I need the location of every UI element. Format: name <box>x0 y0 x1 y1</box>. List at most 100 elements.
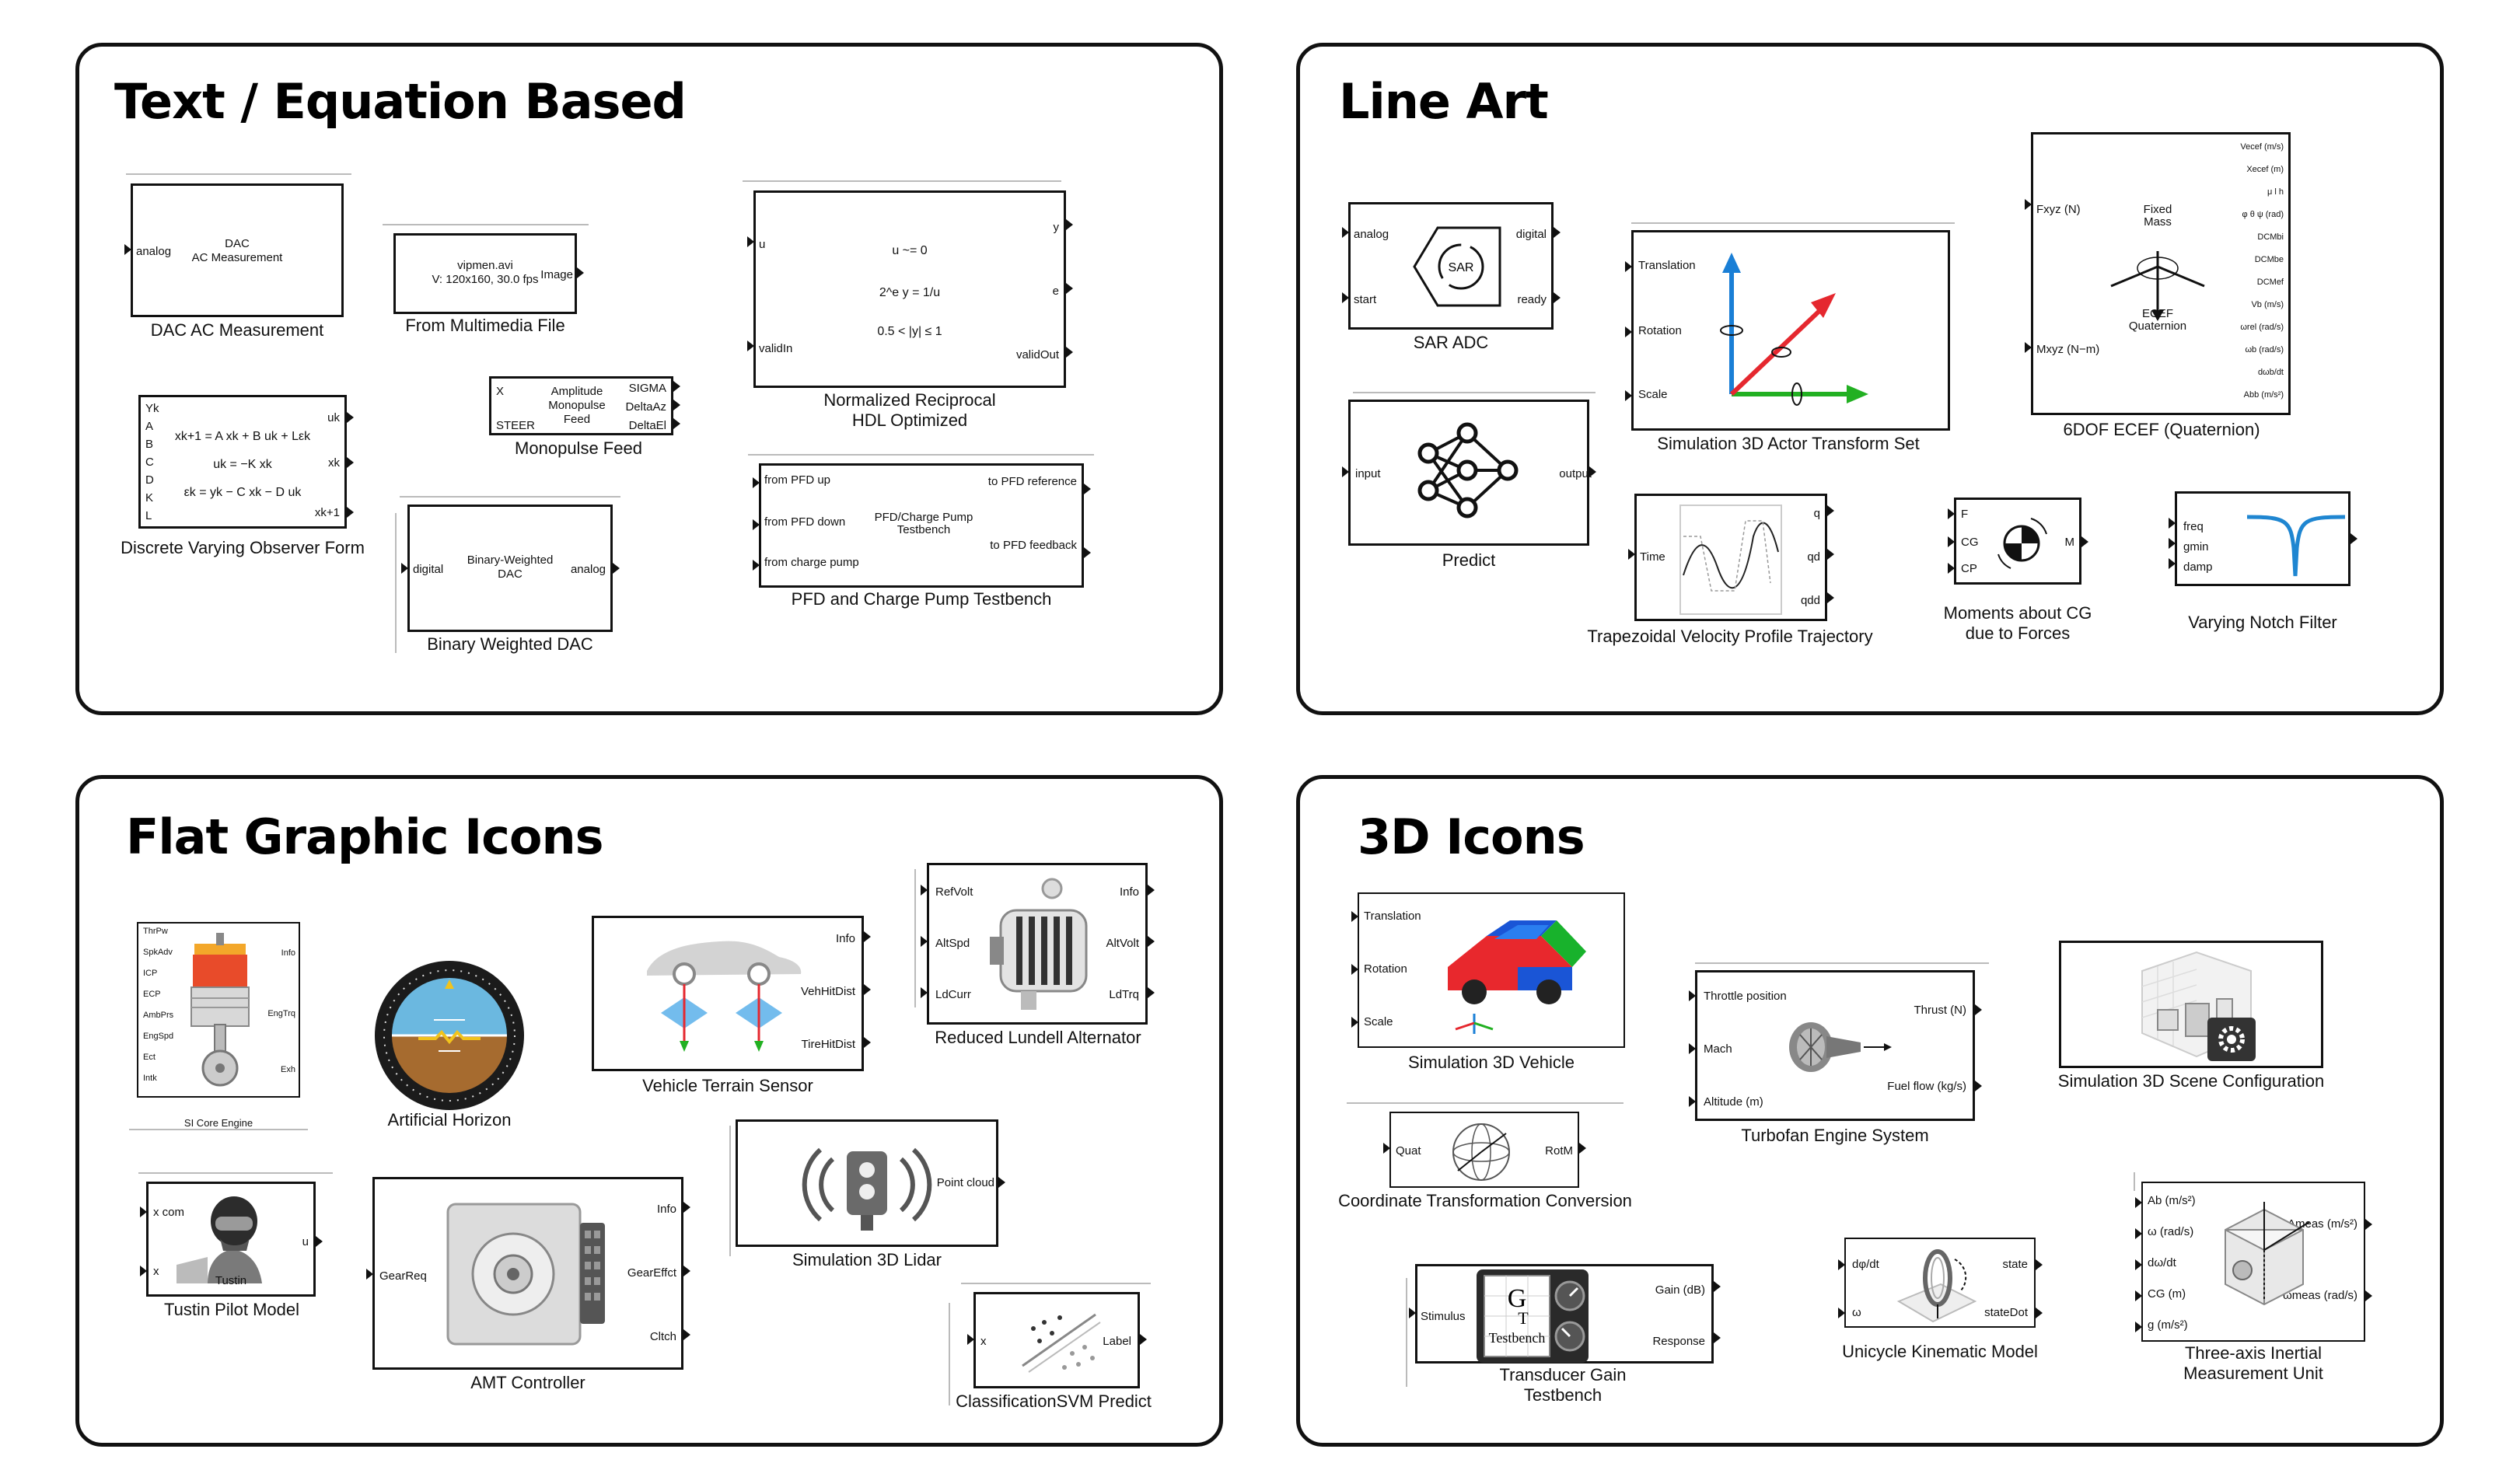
port-label: ωb (rad/s) <box>2245 345 2284 354</box>
port-label: ThrPw <box>143 927 168 936</box>
port-label: Intk <box>143 1074 157 1083</box>
port-label: K <box>145 491 154 505</box>
caption-tustin-pilot-model: Tustin Pilot Model <box>163 1300 300 1319</box>
artificial-horizon-icon[interactable] <box>372 958 527 1113</box>
port-u: u <box>302 1235 309 1248</box>
rotation-sphere-icon <box>1452 1123 1510 1181</box>
block-pfd-charge-pump[interactable]: from PFD up from PFD down from charge pu… <box>759 463 1084 588</box>
controller-unit-icon <box>446 1203 605 1346</box>
block-trapezoidal-velocity[interactable]: Time q qd qdd <box>1634 494 1827 621</box>
port-label: dωb/dt <box>2257 368 2284 377</box>
block-classification-svm-predict[interactable]: x Label <box>973 1292 1140 1388</box>
port-deltael: DeltaEl <box>628 419 666 432</box>
port-y: y <box>1053 221 1060 234</box>
port-damp: damp <box>2183 560 2213 574</box>
caption-dac-ac-measurement: DAC AC Measurement <box>150 320 324 340</box>
port-altvolt: AltVolt <box>1106 937 1139 950</box>
port-ready: ready <box>1517 293 1547 306</box>
block-vehicle-terrain-sensor[interactable]: Info VehHitDist TireHitDist <box>592 916 864 1071</box>
panel-title-flat-graphic-icons: Flat Graphic Icons <box>126 808 604 865</box>
equation-2: uk = −K xk <box>213 458 272 471</box>
block-body-text: AC Measurement <box>191 251 283 264</box>
block-body-text: PFD/Charge Pump <box>874 511 973 524</box>
svm-scatter-icon <box>1022 1313 1101 1373</box>
caption-normalized-reciprocal-1: Normalized Reciprocal <box>823 390 996 410</box>
block-6dof-ecef[interactable]: Fxyz (N) Mxyz (N−m) Vecef (m/s)Xecef (m)… <box>2031 132 2291 415</box>
block-unicycle-kinematic-model[interactable]: dφ/dt ω state stateDot <box>1844 1238 2036 1328</box>
caption-transducer-gain-1: Transducer Gain <box>1499 1365 1627 1384</box>
port-f: F <box>1961 508 1969 521</box>
block-binary-weighted-dac[interactable]: digital Binary-Weighted DAC analog <box>407 505 613 632</box>
block-from-multimedia-file[interactable]: vipmen.avi V: 120x160, 30.0 fps Image <box>393 233 577 314</box>
port-digital: digital <box>413 563 444 576</box>
port-from-charge-pump: from charge pump <box>764 556 859 569</box>
block-body-text: DAC <box>498 567 523 581</box>
caption-three-axis-imu-1: Three-axis Inertial <box>2184 1343 2323 1363</box>
port-rotm: RotM <box>1545 1144 1573 1158</box>
block-dac-ac-measurement[interactable]: analog DAC AC Measurement <box>131 183 344 317</box>
port-fxyz: Fxyz (N) <box>2036 203 2081 216</box>
port-label: DCMbe <box>2254 255 2284 264</box>
port-qdd: qdd <box>1800 594 1820 607</box>
ecef-label: ECEF <box>2141 307 2173 320</box>
block-reduced-lundell-alternator[interactable]: RefVolt AltSpd LdCurr Info AltVolt LdTrq <box>927 863 1148 1025</box>
block-simulation-3d-scene-config[interactable] <box>2059 941 2323 1068</box>
caption-si-core-engine: SI Core Engine <box>183 1117 253 1129</box>
block-turbofan-engine-system[interactable]: Throttle position Mach Altitude (m) Thru… <box>1695 970 1975 1121</box>
vehicle-3d-icon <box>1448 920 1586 1034</box>
port-digital: digital <box>1515 228 1547 241</box>
block-moments-about-cg[interactable]: F CG CP M <box>1954 498 2081 585</box>
caption-predict: Predict <box>1442 550 1496 570</box>
block-tustin-pilot-model[interactable]: x com x u Tustin <box>146 1182 316 1297</box>
block-body-text: Monopulse <box>548 399 606 412</box>
caption-pfd-charge-pump: PFD and Charge Pump Testbench <box>791 589 1052 609</box>
caption-varying-notch-filter: Varying Notch Filter <box>2188 613 2337 632</box>
caption-sim3d-actor-transform: Simulation 3D Actor Transform Set <box>1657 434 1920 453</box>
block-body-text: Binary-Weighted <box>467 553 554 567</box>
block-body-text: Feed <box>563 413 591 426</box>
mass-label: Mass <box>2144 215 2172 229</box>
equation-3: εk = yk − C xk − D uk <box>183 486 302 499</box>
equation-1: xk+1 = A xk + B uk + Lεk <box>174 430 311 443</box>
port-tirehitdist: TireHitDist <box>801 1038 855 1051</box>
port-label: g (m/s²) <box>2148 1318 2188 1332</box>
port-vehhitdist: VehHitDist <box>800 985 855 998</box>
port-u: u <box>759 238 766 251</box>
block-transducer-gain-testbench[interactable]: Stimulus Gain (dB) Response G T Testbenc… <box>1415 1264 1714 1364</box>
block-coordinate-transformation[interactable]: Quat RotM <box>1389 1112 1579 1188</box>
block-amt-controller[interactable]: GearReq Info GearEffct Cltch <box>372 1177 683 1370</box>
port-label: SpkAdv <box>143 948 173 957</box>
caption-three-axis-imu-2: Measurement Unit <box>2183 1364 2323 1383</box>
block-simulation-3d-lidar[interactable]: Point cloud <box>736 1119 998 1247</box>
block-predict[interactable]: input output <box>1348 400 1592 546</box>
caption-from-multimedia-file: From Multimedia File <box>405 316 565 335</box>
block-normalized-reciprocal[interactable]: u validIn y e validOut u ~= 0 2^e y = 1/… <box>753 190 1066 388</box>
port-label: B <box>145 438 154 451</box>
imu-cube-icon <box>2225 1202 2310 1306</box>
port-label: Yk <box>145 402 159 415</box>
equation-1: u ~= 0 <box>892 244 928 257</box>
port-info: Info <box>656 1203 676 1216</box>
block-monopulse-feed[interactable]: X STEER Amplitude Monopulse Feed SIGMA D… <box>489 376 673 435</box>
caption-classification-svm-predict: ClassificationSVM Predict <box>956 1391 1152 1411</box>
port-label: Label <box>1103 1335 1131 1348</box>
port-ldtrq: LdTrq <box>1109 988 1139 1001</box>
port-sigma: SIGMA <box>628 382 666 395</box>
block-simulation-3d-vehicle[interactable]: Translation Rotation Scale <box>1358 892 1625 1048</box>
port-dphi-dt: dφ/dt <box>1852 1258 1879 1271</box>
port-scale: Scale <box>1638 388 1668 401</box>
block-sar-adc[interactable]: analog start digital ready SAR <box>1348 202 1554 330</box>
port-label: L <box>145 509 152 522</box>
port-label: D <box>145 473 154 487</box>
quaternion-label: Quaternion <box>2128 319 2187 333</box>
port-e: e <box>1052 285 1059 298</box>
panel-title-text-equation: Text / Equation Based <box>114 73 687 130</box>
block-sim3d-actor-transform[interactable]: Translation Rotation Scale <box>1631 230 1950 431</box>
block-varying-notch-filter[interactable]: freq gmin damp <box>2175 491 2350 586</box>
caption-coordinate-transformation: Coordinate Transformation Conversion <box>1338 1191 1632 1210</box>
port-label: Vecef (m/s) <box>2240 142 2284 152</box>
equation-3: 0.5 < |y| ≤ 1 <box>877 325 942 338</box>
